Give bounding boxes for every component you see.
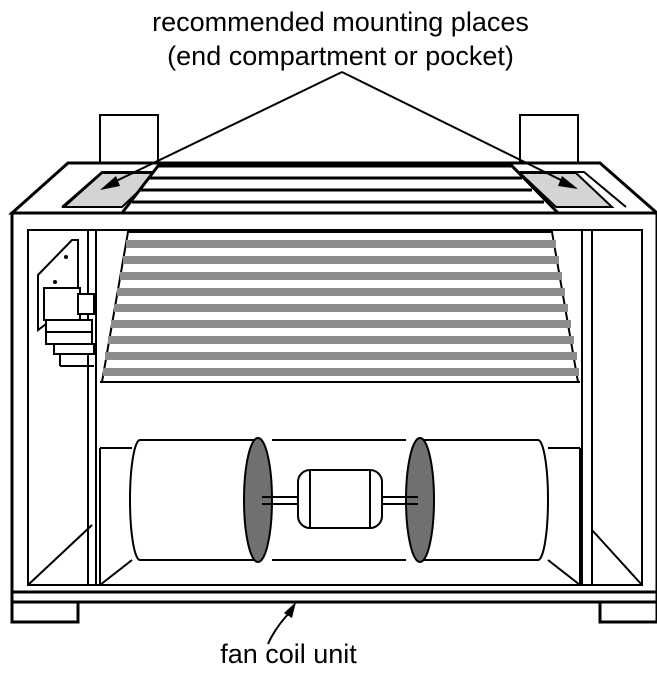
right-blower-disc bbox=[405, 437, 435, 563]
right-blower bbox=[405, 437, 549, 563]
mounting-pointers bbox=[100, 71, 578, 190]
mounting-title-line-1: recommended mounting places bbox=[152, 7, 529, 37]
control-box bbox=[37, 239, 95, 367]
mounting-title-line-2: (end compartment or pocket) bbox=[167, 41, 514, 71]
unit-top-cover bbox=[8, 114, 657, 215]
left-foot bbox=[10, 600, 80, 624]
fan-motor bbox=[297, 469, 383, 529]
left-blower bbox=[129, 437, 273, 563]
unit-cabinet bbox=[10, 211, 657, 624]
right-arrowhead bbox=[558, 176, 578, 189]
right-foot bbox=[598, 600, 657, 624]
unit-label: fan coil unit bbox=[220, 639, 357, 669]
heat-exchanger-coil bbox=[100, 231, 580, 383]
left-blower-disc bbox=[243, 437, 273, 563]
bottom-arrowhead bbox=[284, 602, 296, 618]
unit-pointer bbox=[267, 602, 296, 645]
left-arrowhead bbox=[100, 176, 120, 190]
